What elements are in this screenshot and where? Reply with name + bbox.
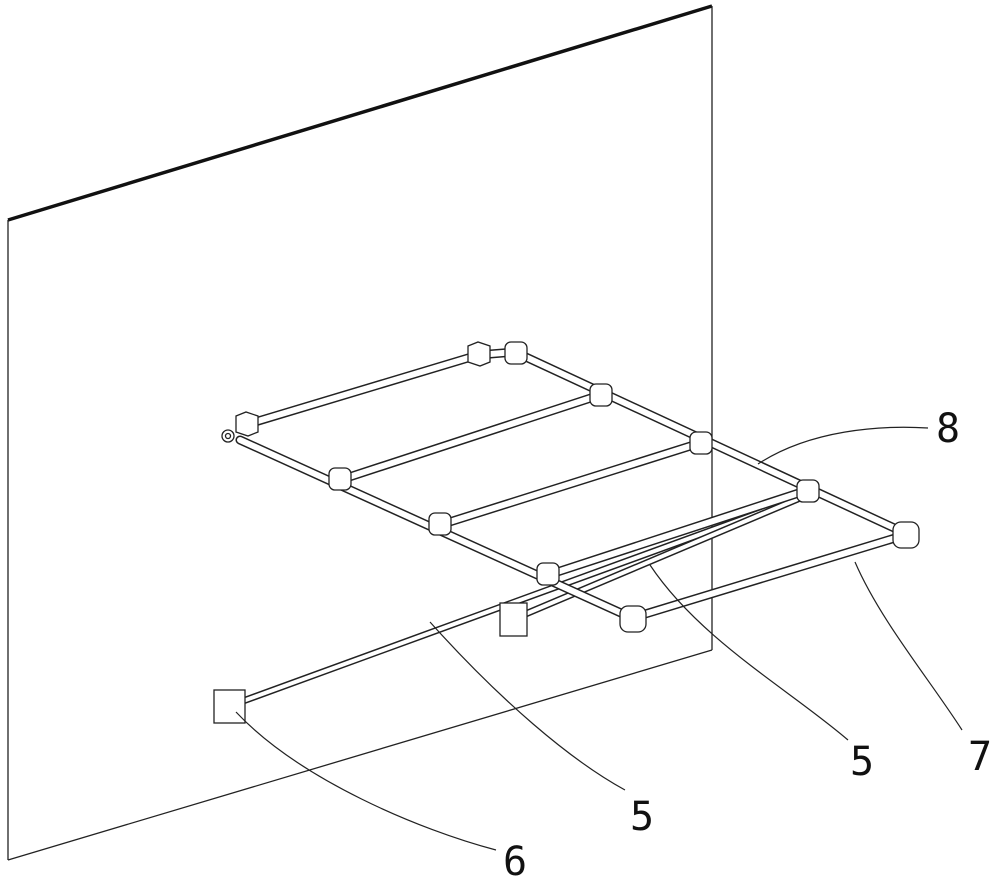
leader-5-upper: [650, 565, 848, 740]
tee-connector: [797, 480, 819, 502]
pipe-end-cap: [226, 434, 231, 439]
wall-panel: [8, 6, 712, 860]
callout-label-7: 7: [968, 734, 992, 780]
anchor-plate-right: [500, 603, 527, 636]
support-rod-left: [232, 498, 800, 705]
callout-label-5: 5: [850, 739, 874, 785]
wall-bracket: [236, 412, 258, 436]
callout-label-6: 6: [503, 839, 527, 884]
support-rods: [232, 493, 812, 705]
elbow-connector: [505, 342, 527, 364]
tee-connector: [537, 563, 559, 585]
wall-bracket: [468, 342, 490, 366]
tee-connector: [590, 384, 612, 406]
callout-label-5: 5: [630, 794, 654, 840]
elbow-connector: [620, 606, 646, 632]
tee-connector: [429, 513, 451, 535]
leader-7: [855, 562, 962, 730]
callout-label-8: 8: [936, 406, 960, 452]
leader-8: [758, 427, 928, 464]
leader-5-lower: [430, 622, 625, 790]
pipe-connectors: [329, 342, 919, 632]
tee-connector: [329, 468, 351, 490]
anchor-plate-left: [214, 690, 245, 723]
elbow-connector: [893, 522, 919, 548]
tee-connector: [690, 432, 712, 454]
support-rod-right: [516, 493, 812, 618]
